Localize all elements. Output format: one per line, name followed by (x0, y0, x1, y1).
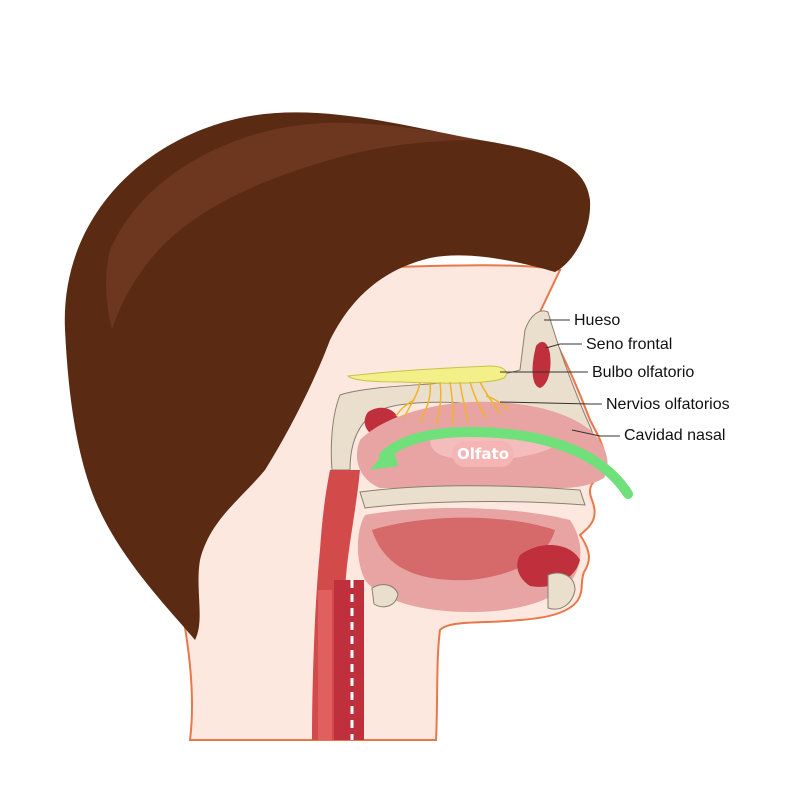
chin-bone (547, 572, 576, 610)
hair-highlight (106, 122, 480, 330)
hard-palate (359, 485, 586, 509)
label-nervios-olfatorios: Nervios olfatorios (606, 396, 730, 413)
tongue (372, 517, 555, 581)
label-bulbo-olfatorio: Bulbo olfatorio (592, 364, 695, 381)
hyoid-bone (371, 584, 399, 608)
label-hueso: Hueso (574, 312, 621, 329)
leader-lines (499, 319, 620, 437)
hair (64, 112, 591, 640)
frontal-sinus (532, 341, 551, 388)
olfato-label: Olfato (452, 441, 514, 467)
trachea (334, 580, 364, 740)
airflow-arrow (379, 426, 633, 499)
olfactory-nerves (395, 381, 509, 425)
label-seno-frontal: Seno frontal (586, 336, 673, 353)
olfactory-bulb (346, 365, 507, 384)
airflow-arrowhead (370, 444, 398, 470)
label-cavidad-nasal: Cavidad nasal (624, 427, 726, 444)
esophagus (318, 590, 332, 740)
